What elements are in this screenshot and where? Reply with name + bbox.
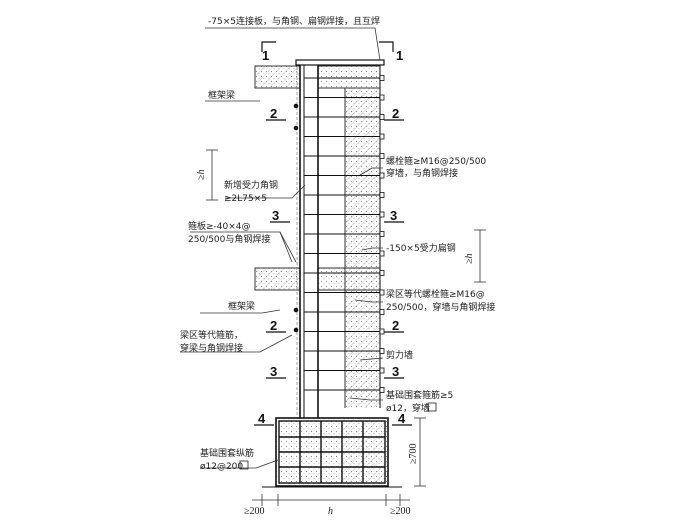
dim-700: ≥700 [408, 444, 419, 465]
bolt-nut [379, 348, 385, 354]
label-new-angle: 新增受力角钢 [224, 179, 278, 191]
section-2a-right: 2 [392, 106, 399, 121]
bolt-nut [379, 153, 385, 159]
section-2a-left: 2 [270, 106, 277, 121]
bolt-nut [379, 309, 385, 315]
label-frame-beam-top: 框架梁 [208, 89, 235, 101]
section-3a-left: 3 [272, 208, 279, 223]
label-frame-beam-mid: 框架梁 [228, 300, 255, 312]
dimensions [206, 149, 486, 506]
label-top-plate: -75×5连接板，与角钢、扁钢焊接，且互焊 [208, 15, 380, 27]
label-stirrup-plate-2: 250/500与角钢焊接 [188, 233, 270, 245]
bolt-nut [379, 250, 385, 257]
bolt-nut [379, 231, 385, 237]
label-base-hoop: 基础围套箍筋≥5 [386, 389, 453, 401]
label-shear-wall: 剪力墙 [386, 349, 413, 361]
bolt-nut [379, 270, 385, 276]
section-4-left: 4 [258, 411, 266, 426]
label-base-hoop-2: ø12，穿墙 [386, 402, 430, 414]
section-3b-left: 3 [270, 364, 277, 379]
base-hoop-box [427, 402, 437, 412]
dim-h-right: ≥h [464, 254, 475, 265]
label-beam-zone-stirrup-2: 穿梁与角钢焊接 [180, 342, 243, 354]
dim-200-left: ≥200 [244, 506, 265, 517]
bolt-nut [379, 94, 385, 101]
section-1-left: 1 [262, 48, 269, 63]
bolt-nut [379, 367, 385, 374]
bolt-hoops [304, 75, 385, 393]
leader-lines [180, 27, 384, 469]
section-2b-left: 2 [270, 318, 277, 333]
label-beam-zone-bolt-2: 250/500，穿墙与角钢焊接 [386, 301, 495, 313]
base-long-box [239, 460, 249, 470]
bolt-nut [379, 289, 385, 296]
section-3b-right: 3 [392, 364, 399, 379]
top-beam-right [317, 65, 381, 89]
bolt-nut [379, 211, 385, 218]
bolt-nut [379, 75, 385, 81]
dim-h-bottom: h [328, 506, 333, 517]
section-2b-right: 2 [392, 318, 399, 333]
label-beam-zone-stirrup: 梁区等代箍筋， [180, 329, 243, 341]
label-base-long-2: ø12@200 [200, 462, 243, 472]
label-stirrup-plate: 箍板≥-40×4@ [188, 220, 251, 232]
bolt-nut [379, 172, 385, 179]
top-frame-beam [254, 65, 301, 89]
label-flat-steel: -150×5受力扁钢 [386, 242, 456, 254]
section-1-right: 1 [396, 48, 403, 63]
dim-200-right: ≥200 [390, 506, 411, 517]
foundation-jacket [262, 417, 402, 488]
bolt-nut [379, 192, 385, 198]
label-beam-zone-bolt: 梁区等代螺栓箍≥M16@ [386, 288, 485, 300]
column-body [295, 59, 385, 418]
dim-h-left: ≥h [196, 170, 207, 181]
section-3a-right: 3 [390, 208, 397, 223]
section-4-right: 4 [398, 411, 406, 426]
weld-points [293, 103, 299, 333]
bolt-nut [379, 387, 385, 393]
label-bolt-hoop: 螺栓箍≥M16@250/500 [386, 155, 486, 167]
label-base-long: 基础围套纵筋 [200, 447, 254, 459]
label-bolt-hoop-2: 穿墙，与角钢焊接 [386, 167, 458, 179]
bolt-nut [379, 328, 385, 335]
bolt-nut [379, 133, 385, 140]
bolt-nut [379, 114, 385, 120]
label-new-angle-2: ≥2L75×5 [224, 194, 267, 204]
section-cuts [254, 41, 412, 426]
